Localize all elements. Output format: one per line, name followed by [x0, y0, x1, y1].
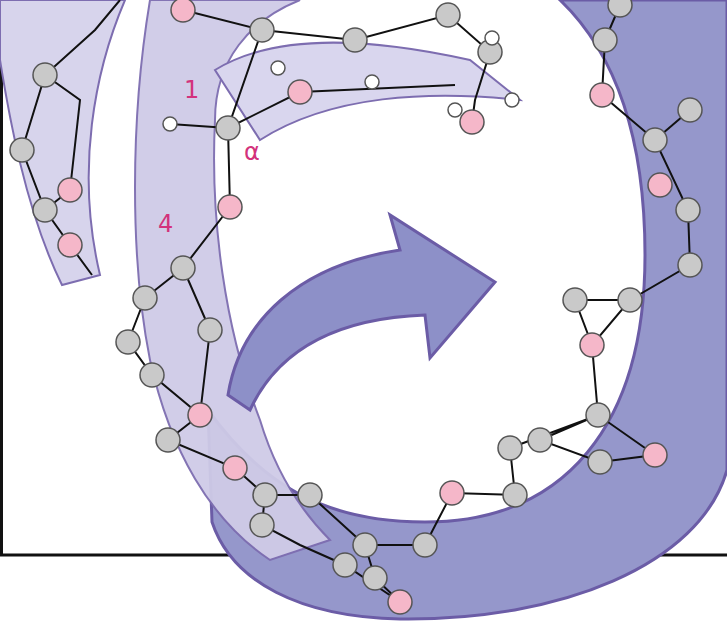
position-label: 4: [158, 212, 173, 236]
hydrogen-atoms: [163, 31, 519, 131]
rotation-arrow: [228, 215, 495, 410]
bond: [22, 0, 120, 275]
bond: [228, 85, 455, 128]
frame-line: [0, 0, 3, 555]
bond: [262, 15, 490, 122]
carbon-atoms: [10, 0, 702, 590]
helix-ribbon: [215, 43, 520, 141]
helix-ribbon: [0, 0, 125, 285]
atoms: [10, 0, 702, 614]
position-label: 1: [184, 78, 199, 102]
bonds: [22, 0, 690, 602]
position-label: α: [244, 140, 260, 164]
oxygen-atoms: [58, 0, 672, 614]
bond: [128, 5, 690, 602]
